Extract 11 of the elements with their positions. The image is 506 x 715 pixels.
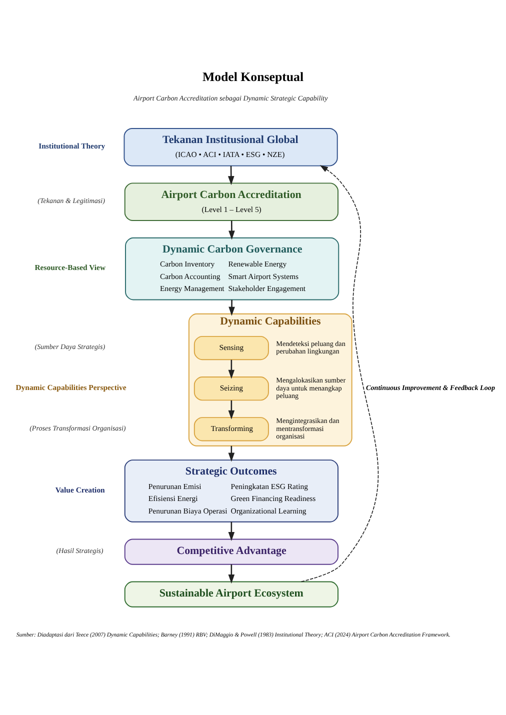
arrow — [228, 359, 235, 378]
diagram-title: Model Konseptual — [202, 69, 304, 84]
node-box: Competitive Advantage — [124, 538, 338, 564]
arrow — [300, 164, 378, 582]
arrow — [228, 521, 235, 541]
arrow — [228, 165, 234, 185]
node-box: Sustainable Airport Ecosystem — [124, 580, 338, 607]
arrow — [228, 564, 235, 584]
arrow — [228, 299, 235, 316]
arrow — [228, 400, 235, 419]
arrow — [228, 220, 235, 240]
